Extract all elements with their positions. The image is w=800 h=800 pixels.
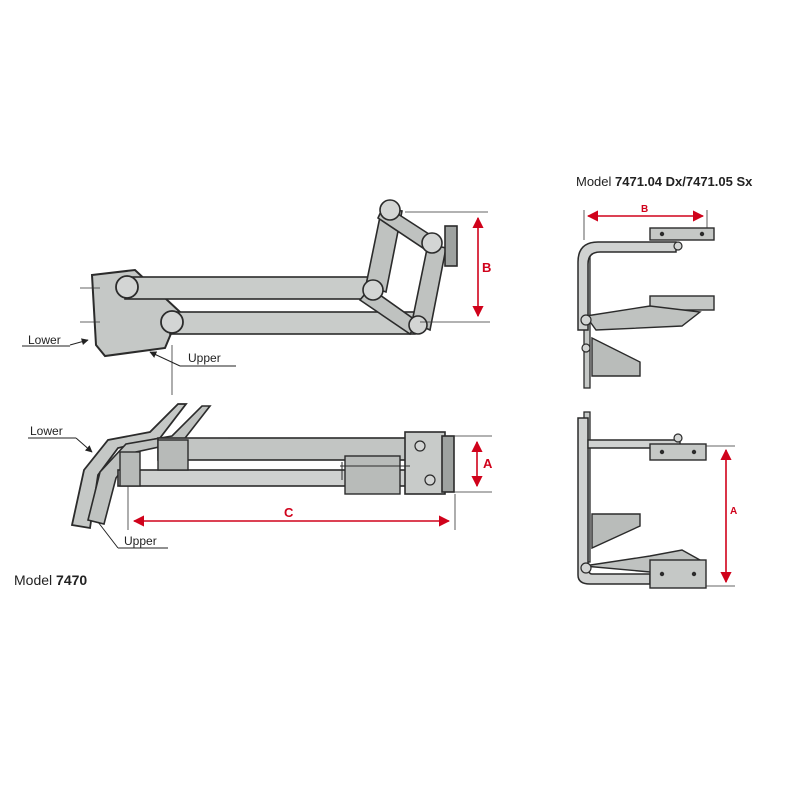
side-hinge-block bbox=[344, 455, 401, 495]
side-view-assembly: A C Lower Upper bbox=[28, 403, 493, 549]
top-pivot-upper bbox=[115, 275, 139, 299]
top-lower-label: Lower bbox=[28, 333, 61, 347]
top-dim-b-text: B bbox=[482, 260, 491, 275]
top-pivot-knee bbox=[362, 279, 384, 301]
model-7471-dim-a-text: A bbox=[730, 506, 737, 517]
model-7470-caption: Model 7470 bbox=[14, 572, 87, 588]
side-arm-block bbox=[157, 439, 189, 471]
top-upper-label: Upper bbox=[188, 351, 221, 365]
top-wall-plate bbox=[444, 225, 458, 267]
side-dim-c-text: C bbox=[284, 505, 294, 520]
side-hinge-plate bbox=[404, 431, 446, 495]
side-wire-back bbox=[87, 405, 212, 525]
side-lower-label: Lower bbox=[30, 424, 63, 438]
side-wall-plate bbox=[441, 435, 455, 493]
top-upper-arm bbox=[124, 276, 376, 300]
model-7471-caption: Model 7471.04 Dx/7471.05 Sx bbox=[576, 174, 753, 189]
top-pivot-top bbox=[379, 199, 401, 221]
top-lower-arm bbox=[169, 311, 416, 335]
top-pivot-lower bbox=[160, 310, 184, 334]
model-7471-dim-b-text: B bbox=[641, 204, 648, 215]
side-dim-a-text: A bbox=[483, 456, 493, 471]
model-7471-upper-bracket: B bbox=[577, 204, 715, 389]
side-upper-label: Upper bbox=[124, 534, 157, 548]
model-7471-lower-bracket: A bbox=[577, 411, 737, 589]
top-pivot-bottom bbox=[408, 315, 428, 335]
top-view-assembly: B Lower Upper bbox=[22, 199, 491, 395]
top-pivot-right bbox=[421, 232, 443, 254]
side-arm-slide bbox=[119, 451, 141, 487]
